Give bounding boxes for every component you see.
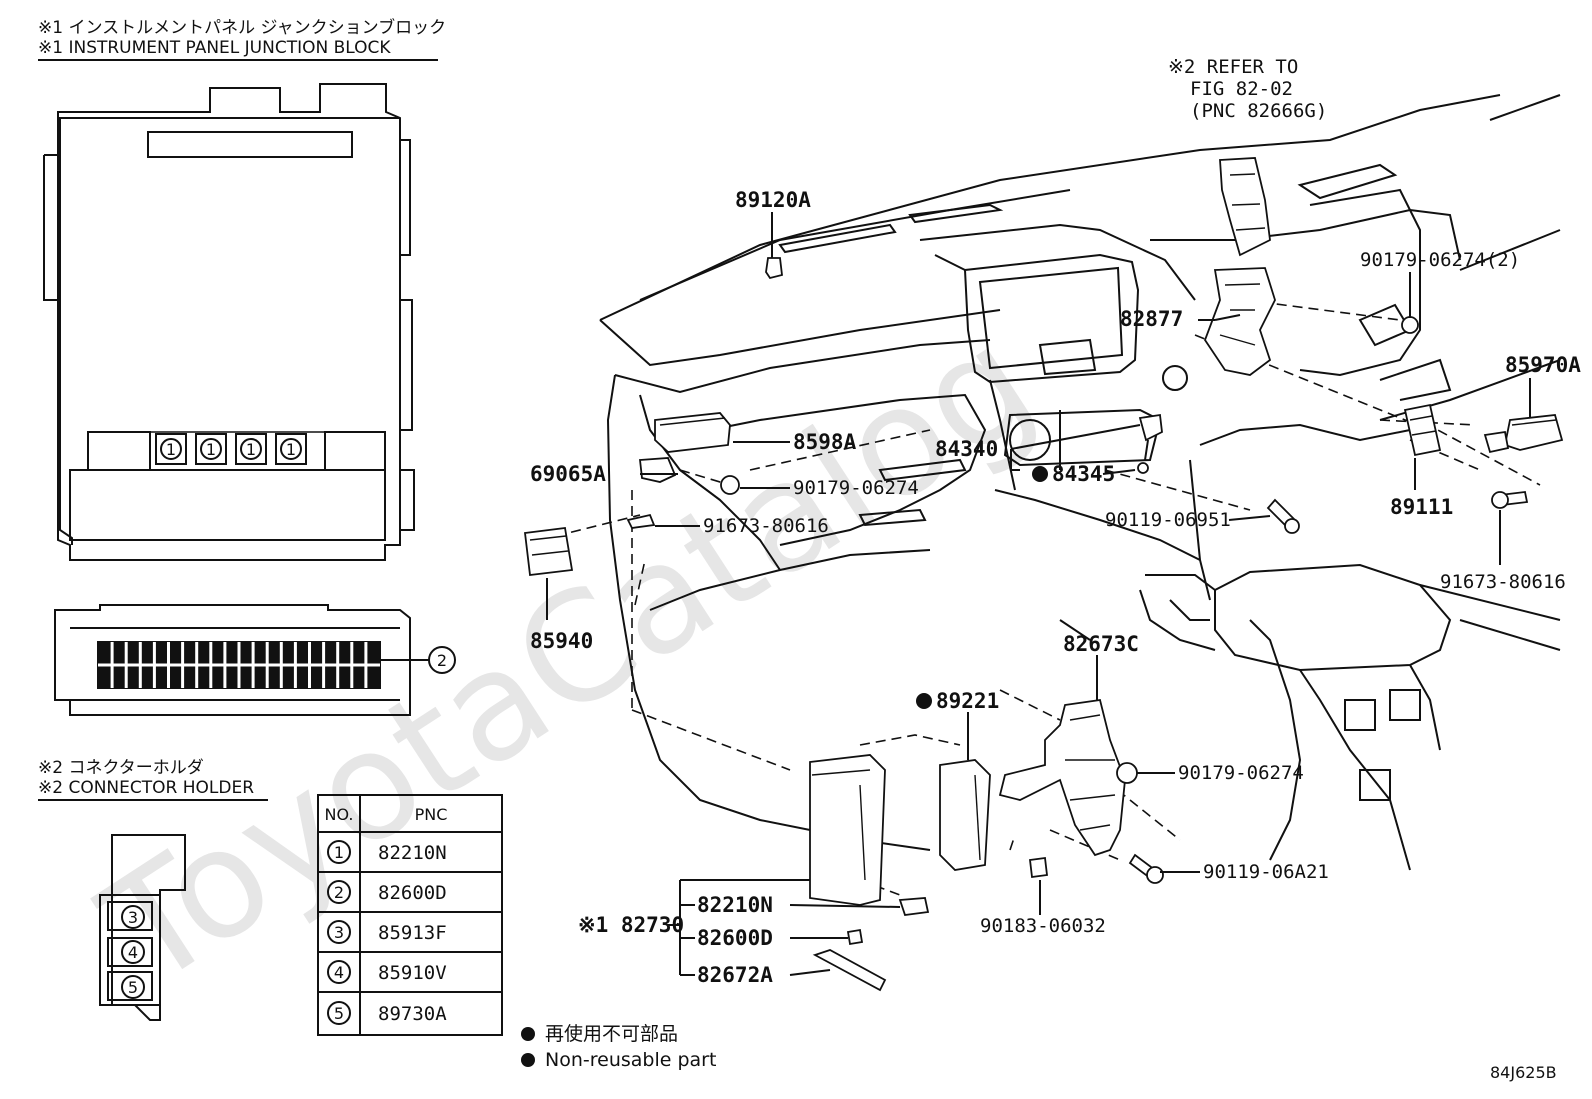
callout-90179-06274-2: 90179-06274(2) — [1360, 249, 1520, 271]
part-84345 — [1138, 413, 1163, 442]
svg-text:4: 4 — [334, 963, 344, 982]
part-90179-clip-c — [1116, 762, 1138, 784]
table-row: 5 89730A — [327, 1001, 447, 1025]
callout-85970A: 85970A — [1505, 353, 1581, 377]
callout-85940: 85940 — [530, 629, 593, 653]
parts — [524, 157, 1564, 992]
refer-line2: FIG 82-02 — [1190, 78, 1293, 100]
callout-90179-06274-b: 90179-06274 — [1178, 762, 1304, 784]
junction-block-title-en: ※1 INSTRUMENT PANEL JUNCTION BLOCK — [38, 38, 391, 58]
non-reusable-dot-84345 — [1032, 466, 1048, 482]
callout-91673-80616-a: 91673-80616 — [703, 515, 829, 537]
part-82600D — [846, 928, 864, 946]
table-row: 2 82600D — [327, 880, 447, 904]
holder-marker-4: 4 — [128, 943, 138, 962]
part-connector-holder-ref — [1219, 157, 1271, 257]
part-89111 — [1403, 403, 1442, 457]
refer-line3: (PNC 82666G) — [1190, 100, 1327, 122]
part-82673C — [998, 698, 1126, 857]
legend: 再使用不可部品 Non-reusable part — [521, 1023, 716, 1071]
part-82210N — [898, 897, 930, 916]
callout-leaders — [546, 212, 1531, 976]
junction-block-title-jp: ※1 インストルメントパネル ジャンクションブロック — [38, 17, 446, 38]
legend-dot-jp — [521, 1027, 535, 1041]
callout-84340: 84340 — [935, 437, 998, 461]
fuse-marker-4: 1 — [286, 440, 296, 459]
legend-dot-en — [521, 1053, 535, 1067]
holder-marker-5: 5 — [128, 978, 138, 997]
table-header-pnc: PNC — [415, 805, 448, 824]
callout-69065A: 69065A — [530, 462, 606, 486]
junction-block-section: ※1 インストルメントパネル ジャンクションブロック ※1 INSTRUMENT… — [38, 17, 456, 716]
fuse-marker-2: 1 — [206, 440, 216, 459]
callout-82877: 82877 — [1120, 307, 1183, 331]
legend-text-jp: 再使用不可部品 — [545, 1023, 678, 1045]
part-90183-06032 — [1029, 856, 1048, 879]
connector-holder-section: ※2 コネクターホルダ ※2 CONNECTOR HOLDER 3 4 5 — [38, 758, 268, 1021]
part-91673-screw-a — [626, 513, 656, 529]
svg-text:85913F: 85913F — [378, 922, 447, 944]
junction-block-side-view: 2 — [54, 604, 456, 716]
callout-91673-80616-b: 91673-80616 — [1440, 571, 1566, 593]
callout-84345: 84345 — [1052, 462, 1115, 486]
callout-90183-06032: 90183-06032 — [980, 915, 1106, 937]
pnc-table: NO. PNC 1 82210N 2 82600D 3 85913F 4 859… — [317, 794, 503, 1036]
svg-text:82210N: 82210N — [378, 842, 447, 864]
callout-89221: 89221 — [936, 689, 999, 713]
figure-code: 84J625B — [1490, 1063, 1557, 1082]
part-90179-clip-a — [720, 475, 740, 495]
part-8598A — [654, 412, 731, 453]
callout-90119-06951: 90119-06951 — [1105, 509, 1231, 531]
callout-82673C: 82673C — [1063, 632, 1139, 656]
callout-90179-06274-a: 90179-06274 — [793, 477, 919, 499]
callout-90119-06A21: 90119-06A21 — [1203, 861, 1329, 883]
callout-82600D: 82600D — [697, 926, 773, 950]
junction-block-drawing: 1 1 1 1 — [43, 83, 415, 561]
part-89120A-clip — [765, 257, 783, 280]
connector-holder-title-en: ※2 CONNECTOR HOLDER — [38, 778, 254, 798]
fuse-marker-3: 1 — [246, 440, 256, 459]
callout-89111: 89111 — [1390, 495, 1453, 519]
svg-text:82600D: 82600D — [378, 882, 447, 904]
part-82730 — [809, 754, 886, 906]
callout-82730: ※1 82730 — [578, 913, 684, 937]
table-row: 3 85913F — [327, 920, 447, 944]
table-header-no: NO. — [325, 805, 354, 824]
svg-text:3: 3 — [334, 923, 344, 942]
holder-marker-3: 3 — [128, 908, 138, 927]
svg-text:1: 1 — [334, 843, 344, 862]
fuse-marker-1: 1 — [166, 440, 176, 459]
svg-text:2: 2 — [334, 883, 344, 902]
callout-82210N: 82210N — [697, 893, 773, 917]
part-90179-clip-b — [1401, 316, 1419, 334]
callout-labels: ※2 REFER TO FIG 82-02 (PNC 82666G) 89120… — [530, 56, 1581, 987]
refer-line1: ※2 REFER TO — [1168, 56, 1298, 78]
svg-text:5: 5 — [334, 1004, 344, 1023]
svg-text:85910V: 85910V — [378, 962, 447, 984]
table-row: 4 85910V — [327, 960, 447, 984]
callout-8598A: 8598A — [793, 430, 857, 454]
connector-holder-title-jp: ※2 コネクターホルダ — [38, 758, 204, 778]
svg-text:89730A: 89730A — [378, 1003, 447, 1025]
callout-89120A: 89120A — [735, 188, 811, 212]
table-row: 1 82210N — [327, 840, 447, 864]
non-reusable-dot-89221 — [916, 693, 932, 709]
connector-marker: 2 — [437, 651, 447, 670]
part-69065A — [639, 457, 677, 483]
part-82672A — [812, 949, 887, 992]
legend-text-en: Non-reusable part — [545, 1049, 716, 1071]
part-89221 — [939, 759, 991, 871]
part-84345-nut — [1137, 462, 1149, 474]
callout-82672A: 82672A — [697, 963, 773, 987]
